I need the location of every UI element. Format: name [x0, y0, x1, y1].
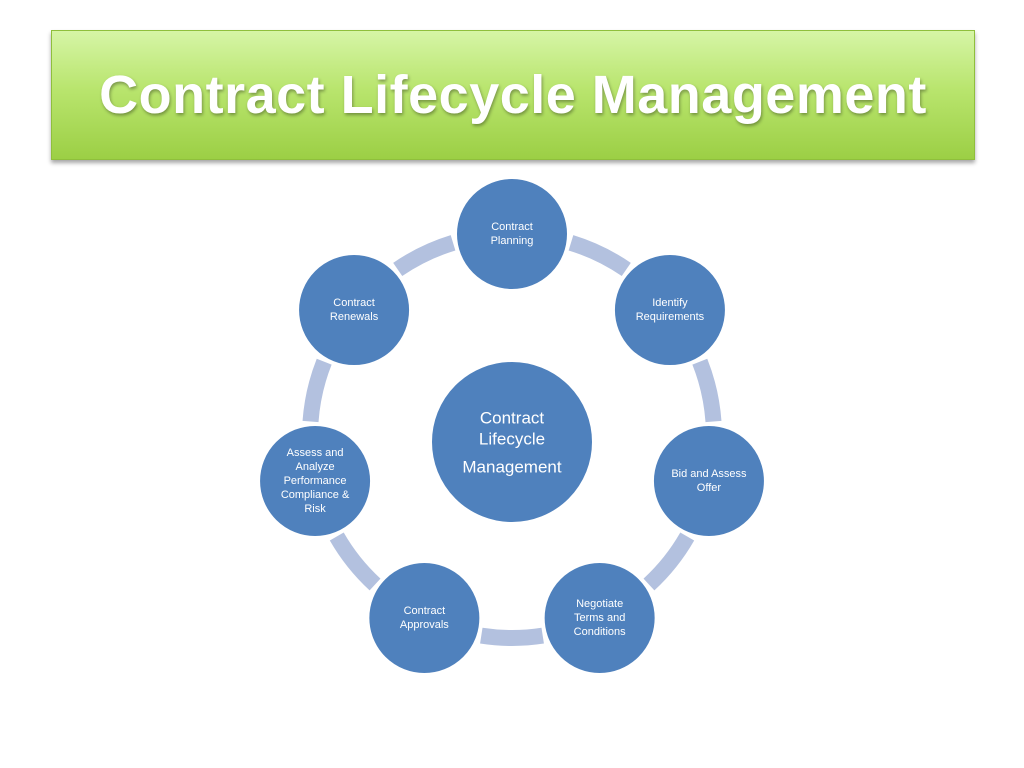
cycle-nodes: ContractPlanningIdentifyRequirementsBid …	[258, 177, 766, 675]
node-circle	[297, 253, 412, 368]
connector-arc	[568, 235, 631, 277]
node-label-line: Offer	[697, 482, 722, 494]
node-label-line: Contract	[333, 297, 375, 309]
node-label-line: Terms and	[574, 612, 625, 624]
slide-title: Contract Lifecycle Management	[99, 65, 927, 125]
node-label-line: Negotiate	[576, 598, 623, 610]
node-circle	[258, 423, 373, 538]
cycle-connectors	[302, 235, 722, 646]
center-label-line: Lifecycle	[479, 430, 545, 449]
node-label-line: Contract	[491, 221, 533, 233]
node-label-line: Assess and	[287, 447, 344, 459]
connector-arc	[393, 235, 456, 277]
node-circle	[367, 560, 482, 675]
node-label-line: Analyze	[295, 461, 334, 473]
node-circle	[455, 177, 569, 291]
connector-arc	[480, 627, 544, 646]
center-label-line: Management	[462, 458, 562, 477]
node-circle	[542, 560, 657, 675]
node-label-line: Planning	[491, 235, 534, 247]
node-label-line: Compliance &	[281, 489, 350, 501]
node-label-line: Approvals	[400, 619, 449, 631]
connector-arc	[302, 358, 332, 423]
connector-arc	[692, 358, 722, 423]
node-label-line: Performance	[284, 475, 347, 487]
title-banner: Contract Lifecycle Management	[51, 30, 975, 160]
node-circle	[651, 423, 766, 538]
node-label-line: Identify	[652, 297, 688, 309]
center-node-circle	[430, 360, 594, 524]
node-label-line: Renewals	[330, 311, 379, 323]
center-label-line: Contract	[480, 409, 545, 428]
node-label-line: Bid and Assess	[671, 468, 747, 480]
node-label-line: Risk	[304, 503, 326, 515]
node-label-line: Requirements	[636, 311, 705, 323]
node-label-line: Conditions	[574, 626, 626, 638]
connector-arc	[329, 532, 381, 591]
node-circle	[612, 253, 727, 368]
connector-arc	[643, 532, 695, 591]
node-label-line: Contract	[404, 605, 446, 617]
